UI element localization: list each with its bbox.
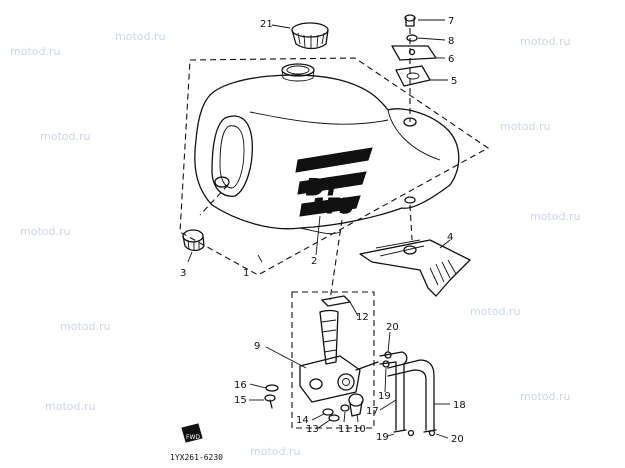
emblem-line1: DT — [306, 176, 341, 201]
fuel-hose-18 — [387, 359, 435, 431]
part-label-19-mid: 19 — [378, 391, 391, 402]
knob-10 — [348, 393, 364, 417]
fuel-cock-outline — [291, 291, 375, 429]
tank-rear-mount — [359, 239, 471, 297]
watermark-text: motod.ru — [250, 445, 300, 458]
part-label-9: 9 — [254, 341, 260, 352]
emblem-line2: 175 — [312, 194, 354, 218]
fuel-cap — [291, 22, 329, 50]
screw-16 — [265, 384, 279, 392]
part-label-10: 10 — [353, 424, 366, 435]
watermark-text: motod.ru — [20, 225, 70, 238]
diagram-code: 1YX261-6230 — [170, 453, 223, 462]
part-label-8: 8 — [448, 36, 454, 47]
part-label-6: 6 — [448, 54, 454, 65]
part-label-21: 21 — [260, 19, 273, 30]
part-label-1: 1 — [243, 268, 249, 279]
washer-14 — [322, 408, 334, 416]
part-label-20-top: 20 — [386, 322, 399, 333]
watermark-text: motod.ru — [60, 320, 110, 333]
screw-13 — [328, 414, 340, 422]
part-label-13: 13 — [306, 424, 319, 435]
part-label-15: 15 — [234, 395, 247, 406]
washer — [406, 34, 418, 42]
screw-top — [404, 14, 416, 27]
part-label-14: 14 — [296, 415, 309, 426]
part-label-11: 11 — [338, 424, 351, 435]
part-label-5: 5 — [451, 76, 457, 87]
part-numbers: 21 7 8 6 5 4 2 1 3 12 9 16 15 14 13 11 1… — [180, 16, 466, 445]
clip-bottom — [428, 429, 436, 437]
part-label-3: 3 — [180, 268, 186, 279]
part-label-2: 2 — [311, 256, 317, 267]
tank-assembly-outline — [179, 57, 490, 276]
screw-15 — [264, 394, 276, 409]
watermark-layer: motod.ru motod.ru motod.ru motod.ru moto… — [10, 30, 580, 458]
tank-emblem: DT 175 — [295, 147, 373, 219]
forward-mark-text: FWD — [186, 434, 200, 441]
part-label-12: 12 — [356, 312, 369, 323]
leader-line — [329, 219, 343, 301]
watermark-text: motod.ru — [530, 210, 580, 223]
watermark-text: motod.ru — [40, 130, 90, 143]
lever-11 — [340, 404, 350, 412]
callout-leaders — [187, 19, 451, 439]
watermark-text: motod.ru — [470, 305, 520, 318]
leader-line — [409, 204, 413, 241]
tank-cushion — [182, 229, 205, 252]
clip-bottom — [407, 429, 415, 437]
watermark-text: motod.ru — [500, 120, 550, 133]
part-label-7: 7 — [448, 16, 454, 27]
watermark-text: motod.ru — [520, 390, 570, 403]
leader-line — [199, 184, 229, 216]
part-label-20-bottom: 20 — [451, 434, 464, 445]
part-label-4: 4 — [447, 232, 453, 243]
gasket — [321, 295, 351, 307]
part-label-16: 16 — [234, 380, 247, 391]
watermark-text: motod.ru — [10, 45, 60, 58]
part-label-18: 18 — [453, 400, 466, 411]
forward-arrow-icon: FWD — [181, 423, 203, 443]
part-label-17: 17 — [366, 406, 379, 417]
bracket — [391, 45, 437, 61]
part-label-19-bottom: 19 — [376, 432, 389, 443]
fuel-tank — [194, 63, 460, 235]
damper — [395, 65, 431, 87]
watermark-text: motod.ru — [45, 400, 95, 413]
fuel-cock — [299, 309, 379, 403]
watermark-text: motod.ru — [520, 35, 570, 48]
watermark-text: motod.ru — [115, 30, 165, 43]
